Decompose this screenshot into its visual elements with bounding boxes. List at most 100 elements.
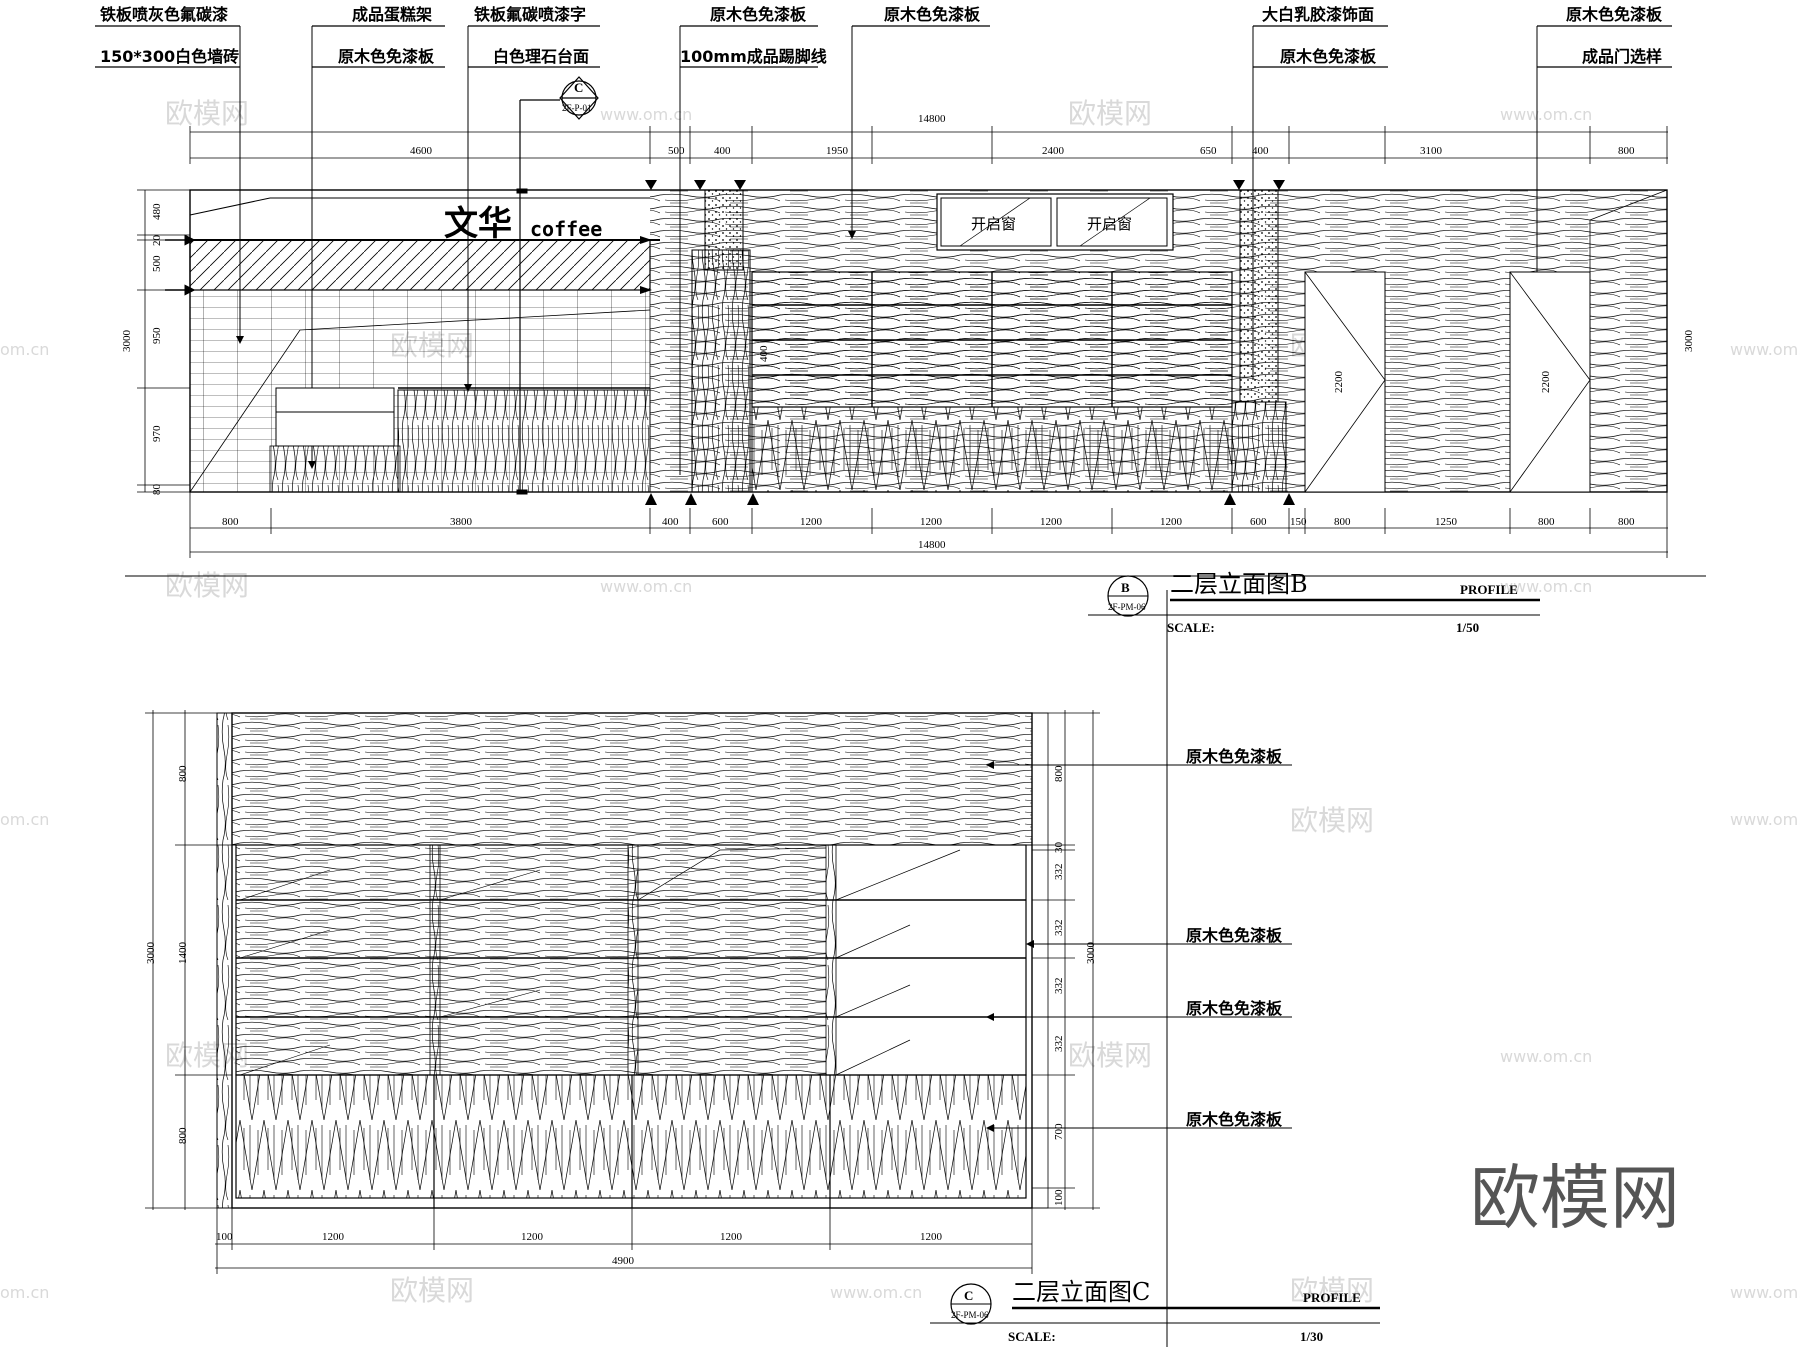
callout-label: 150*300白色墙砖 xyxy=(100,47,239,66)
dim-top: 2400 xyxy=(1042,145,1065,157)
watermark-site: om.cn xyxy=(0,810,49,829)
callout-label: 原木色免漆板 xyxy=(1566,5,1663,24)
door-height: 2200 xyxy=(1540,371,1552,394)
window-label: 开启窗 xyxy=(1087,215,1132,233)
dim-bottom: 800 xyxy=(1618,516,1635,528)
bottom-dimension-texts: 800 3800 400 600 1200 1200 1200 1200 600… xyxy=(222,516,1635,551)
callout-labels-c: 原木色免漆板 原木色免漆板 原木色免漆板 原木色免漆板 xyxy=(1186,747,1283,1129)
watermark-logo: 欧模网 xyxy=(1068,1039,1152,1072)
watermark-site: www.om.cn xyxy=(1500,1047,1592,1066)
right-dimension-texts-c: 800 30 332 332 332 332 700 100 3000 xyxy=(1053,765,1097,1206)
watermark-site: www.om.cn xyxy=(1500,105,1592,124)
drawing-title: 二层立面图C xyxy=(1012,1278,1150,1306)
sign-chinese: 文华 xyxy=(444,204,512,244)
callout-label: 大白乳胶漆饰面 xyxy=(1262,5,1374,24)
dim-bottom: 1200 xyxy=(920,516,943,528)
watermark-site: www.om.cn xyxy=(600,577,692,596)
dim-bottom: 800 xyxy=(1334,516,1351,528)
dim-bottom: 1200 xyxy=(1160,516,1183,528)
dim-left: 480 xyxy=(151,203,163,220)
dim-bottom: 600 xyxy=(1250,516,1267,528)
dim-left-total: 3000 xyxy=(145,942,157,965)
callout-label: 原木色免漆板 xyxy=(1280,47,1377,66)
dim-bottom: 100 xyxy=(216,1231,233,1243)
callout-label: 原木色免漆板 xyxy=(1186,999,1283,1018)
dim-bottom: 150 xyxy=(1290,516,1307,528)
dim-right: 332 xyxy=(1053,978,1065,995)
scale-label: SCALE: xyxy=(1008,1329,1056,1344)
dim-right: 30 xyxy=(1053,842,1065,854)
dim-bottom: 1200 xyxy=(920,1231,943,1243)
dim-right: 332 xyxy=(1053,864,1065,881)
arrow-markers xyxy=(640,180,1295,505)
section-letter: C xyxy=(574,80,583,95)
watermark-site: www.om.cn xyxy=(830,1283,922,1302)
sign-english: coffee xyxy=(530,217,602,241)
dim-top: 400 xyxy=(1252,145,1269,157)
scale-value: 1/30 xyxy=(1300,1329,1323,1344)
elevation-c: 原木色免漆板 原木色免漆板 原木色免漆板 原木色免漆板 3000 800 140… xyxy=(145,710,1292,1274)
dim-left: 500 xyxy=(151,255,163,272)
dim-top: 500 xyxy=(668,145,685,157)
dim-right: 332 xyxy=(1053,1036,1065,1053)
open-windows: 开启窗 开启窗 xyxy=(936,193,1174,251)
callout-label: 原木色免漆板 xyxy=(1186,1110,1283,1129)
watermark-logo: 欧模网 xyxy=(1290,1274,1374,1307)
right-dimensions-c xyxy=(1032,710,1100,1210)
dim-bottom: 800 xyxy=(222,516,239,528)
window-label: 开启窗 xyxy=(971,215,1016,233)
callout-underlines xyxy=(95,25,1672,68)
dim-left: 800 xyxy=(177,1127,189,1144)
callout-label: 原木色免漆板 xyxy=(884,5,981,24)
title-block-b: B 2F-PM-06 二层立面图B PROFILE SCALE: 1/50 xyxy=(1088,570,1540,1347)
bottom-dimensions xyxy=(189,492,1668,558)
title-badge: C xyxy=(964,1288,973,1303)
callout-label: 原木色免漆板 xyxy=(1186,747,1283,766)
dim-inner: 400 xyxy=(758,345,770,362)
watermark-logo-large: 欧模网 xyxy=(1470,1157,1680,1239)
scale-label: SCALE: xyxy=(1167,620,1215,635)
dim-overall-bottom: 4900 xyxy=(612,1255,635,1267)
dim-top: 400 xyxy=(714,145,731,157)
profile-label: PROFILE xyxy=(1303,1290,1361,1305)
callout-label: 原木色免漆板 xyxy=(710,5,807,24)
callout-label: 铁板喷灰色氟碳漆 xyxy=(100,5,228,24)
dim-right: 332 xyxy=(1053,920,1065,937)
callout-label: 白色理石台面 xyxy=(493,47,589,66)
dim-overall-top: 14800 xyxy=(918,113,946,125)
dim-top: 650 xyxy=(1200,145,1217,157)
dim-bottom: 1200 xyxy=(521,1231,544,1243)
dim-bottom: 1250 xyxy=(1435,516,1458,528)
dim-bottom: 800 xyxy=(1538,516,1555,528)
dim-left: 800 xyxy=(177,765,189,782)
dim-top: 4600 xyxy=(410,145,433,157)
dim-top: 800 xyxy=(1618,145,1635,157)
watermark-logo: 欧模网 xyxy=(1068,97,1152,130)
callout-label: 铁板氟碳喷漆字 xyxy=(474,5,586,24)
dim-left: 970 xyxy=(151,425,163,442)
callout-label: 原木色免漆板 xyxy=(338,47,435,66)
dim-right: 100 xyxy=(1053,1189,1065,1206)
watermark-site: om.cn xyxy=(0,340,49,359)
drawing-title: 二层立面图B xyxy=(1170,570,1308,598)
watermark-logo: 欧模网 xyxy=(390,1274,474,1307)
dim-height-total-right: 3000 xyxy=(1683,330,1695,353)
watermark-site: www.om.cn xyxy=(600,105,692,124)
watermark-site: www.om.cn xyxy=(1730,340,1800,359)
bottom-dimensions-c xyxy=(215,1208,1033,1274)
callout-label: 原木色免漆板 xyxy=(1186,926,1283,945)
dim-bottom: 1200 xyxy=(800,516,823,528)
title-badge-ref: 2F-PM-06 xyxy=(951,1310,989,1320)
left-dimension-texts: 3000 480 20 500 950 970 80 3000 400 xyxy=(121,203,1695,495)
scale-value: 1/50 xyxy=(1456,620,1479,635)
bottom-dimension-texts-c: 100 1200 1200 1200 1200 4900 xyxy=(216,1231,943,1267)
title-block-c: C 2F-PM-06 二层立面图C PROFILE SCALE: 1/30 xyxy=(930,1278,1380,1344)
title-badge: B xyxy=(1121,580,1130,595)
shelving-b xyxy=(751,271,1233,493)
watermark-site: www.om.cn xyxy=(1500,577,1592,596)
top-dimensions xyxy=(189,126,1668,164)
callout-labels-top: 铁板喷灰色氟碳漆 150*300白色墙砖 成品蛋糕架 原木色免漆板 铁板氟碳喷漆… xyxy=(100,5,1663,66)
dim-top: 3100 xyxy=(1420,145,1443,157)
dim-overall-bottom: 14800 xyxy=(918,539,946,551)
